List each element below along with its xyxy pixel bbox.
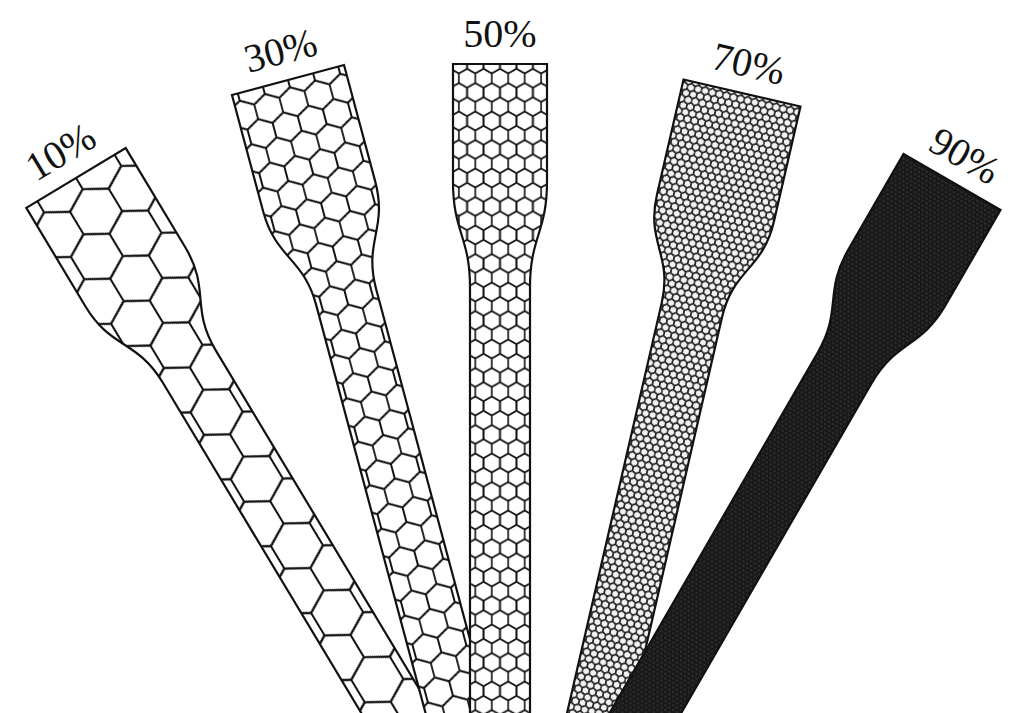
density-label: 70% — [709, 36, 789, 91]
specimen-outline — [436, 80, 800, 713]
density-label: 50% — [463, 14, 536, 54]
specimen-outline — [453, 64, 547, 713]
tensile-specimen — [436, 80, 800, 713]
density-label: 30% — [240, 22, 321, 80]
specimen-outline — [232, 65, 629, 713]
tensile-specimen — [232, 65, 629, 713]
tensile-specimen — [354, 154, 1001, 713]
tensile-specimen — [453, 64, 547, 713]
specimen-outline — [354, 154, 1001, 713]
